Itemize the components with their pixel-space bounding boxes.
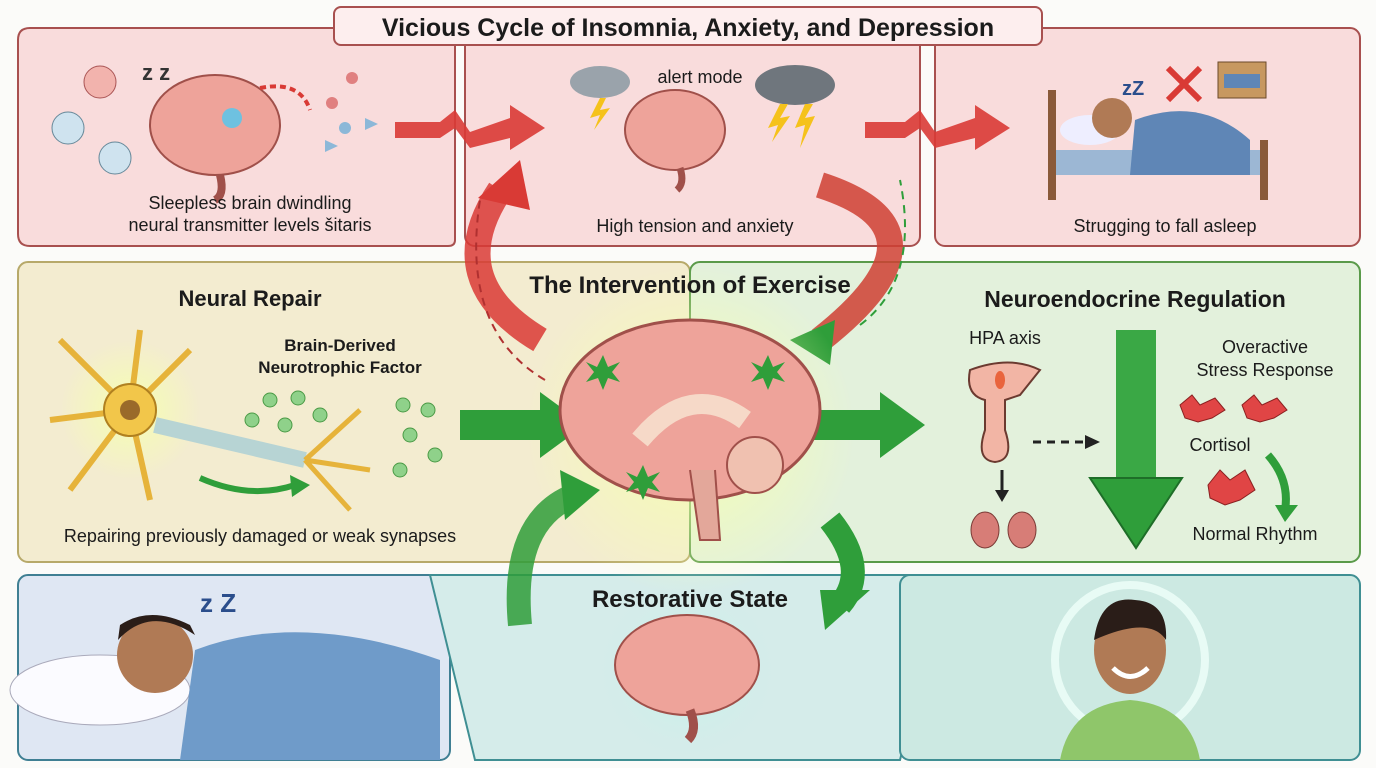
restorative-brain-icon xyxy=(614,614,760,744)
sleepless-brain-caption: Sleepless brain dwindling neural transmi… xyxy=(60,192,440,236)
neural-repair-caption: Repairing previously damaged or weak syn… xyxy=(63,526,457,546)
intervention-title: The Intervention of Exercise xyxy=(529,272,851,299)
sleeping-person-icon xyxy=(9,615,440,760)
anxious-brain-icon xyxy=(624,89,726,193)
insomnia-caption: Strugging to fall asleep xyxy=(1073,216,1257,236)
struggling-sleeper-icon xyxy=(1048,90,1268,200)
bdnf-line: Brain-Derived xyxy=(284,336,396,355)
no-sleep-x-icon xyxy=(1165,65,1203,103)
green-arrow-out xyxy=(800,392,925,458)
bdnf-molecules-icon xyxy=(244,390,443,478)
green-up-arrow xyxy=(506,483,580,627)
neurotransmitter-molecules-icon xyxy=(325,72,378,152)
cortisol-burst-icon xyxy=(1179,394,1288,506)
stress-line: Overactive xyxy=(1221,337,1309,357)
pituitary-gland-icon xyxy=(968,361,1042,464)
normal-rhythm-label: Normal Rhythm xyxy=(1192,524,1318,544)
stress-line: Stress Response xyxy=(1196,360,1334,380)
page-title: Vicious Cycle of Insomnia, Anxiety, and … xyxy=(333,6,1043,46)
mood-faces-icon xyxy=(51,65,132,175)
alert-mode-label: alert mode xyxy=(657,67,743,87)
red-zigzag-arrow xyxy=(395,105,1010,150)
red-cycle-arrow xyxy=(464,182,547,352)
bdnf-line: Neurotrophic Factor xyxy=(258,358,422,377)
zzz-icon: z Z xyxy=(200,588,236,618)
zzz-icon: z z xyxy=(142,60,170,85)
zzz-icon: zZ xyxy=(1122,78,1144,100)
kidneys-icon xyxy=(970,511,1037,549)
happy-person-icon xyxy=(1051,581,1209,760)
bed-icon xyxy=(1217,61,1267,99)
neuroendocrine-title: Neuroendocrine Regulation xyxy=(984,286,1286,312)
green-arrow-in xyxy=(460,392,585,458)
caption-line: Sleepless brain dwindling xyxy=(148,193,352,213)
big-green-down-arrow xyxy=(1088,330,1184,550)
cortisol-label: Cortisol xyxy=(1189,435,1251,455)
green-arrow xyxy=(198,475,296,495)
sleepless-brain-icon xyxy=(149,74,281,204)
neuron-icon xyxy=(49,329,371,512)
hpa-axis-label: HPA axis xyxy=(969,328,1041,348)
bdnf-label: Brain-Derived Neurotrophic Factor xyxy=(220,335,460,379)
storm-cloud-icon xyxy=(570,65,835,148)
neural-repair-title: Neural Repair xyxy=(178,286,322,311)
dashed-red-arrow xyxy=(259,84,312,111)
stress-response-label: Overactive Stress Response xyxy=(1180,336,1350,382)
red-to-green-arrow xyxy=(811,172,903,351)
activation-star-icon xyxy=(586,355,785,500)
caption-line: neural transmitter levels šitaris xyxy=(128,215,372,235)
restorative-state-title: Restorative State xyxy=(591,586,789,613)
anxiety-caption: High tension and anxiety xyxy=(596,216,794,236)
